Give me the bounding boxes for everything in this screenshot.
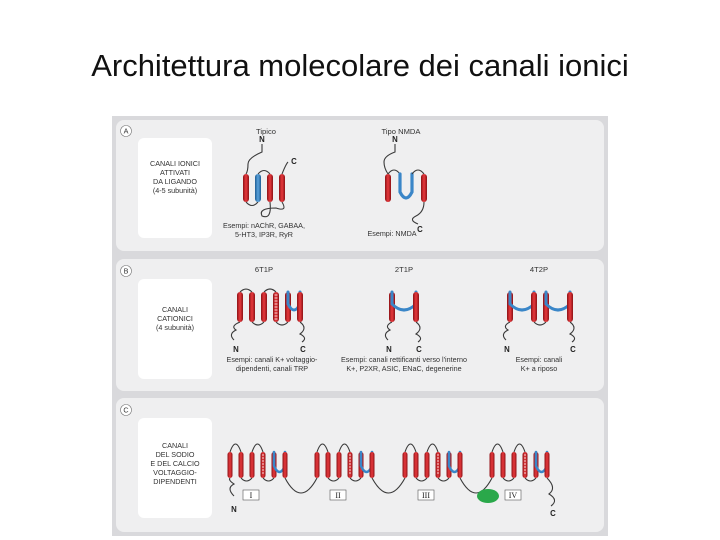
transmembrane-helix <box>267 174 273 202</box>
transmembrane-helix <box>414 452 419 478</box>
transmembrane-helix <box>243 174 249 202</box>
transmembrane-helix <box>490 452 495 478</box>
transmembrane-helix <box>249 292 255 322</box>
transmembrane-helix <box>421 174 427 202</box>
transmembrane-helix <box>512 452 517 478</box>
domain-label: I <box>250 491 253 500</box>
panel-b-2t1p-examples: Esempi: canali rettificanti verso l'inte… <box>341 355 467 373</box>
panel-a-letter: A <box>124 127 129 136</box>
panel-c-letter: C <box>123 406 128 415</box>
domain-label: II <box>335 491 341 500</box>
c-terminus-label: C <box>416 345 422 354</box>
n-terminus-label: N <box>231 505 237 514</box>
c-terminus-label: C <box>570 345 576 354</box>
domain-label: III <box>422 491 430 500</box>
transmembrane-helix <box>261 292 267 322</box>
n-terminus-label: N <box>259 135 265 144</box>
transmembrane-helix <box>237 292 243 322</box>
slide-title: Architettura molecolare dei canali ionic… <box>0 48 720 84</box>
transmembrane-helix <box>413 292 419 322</box>
transmembrane-helix <box>337 452 342 478</box>
transmembrane-helix <box>403 452 408 478</box>
domain-label: IV <box>509 491 518 500</box>
panel-a-typical-examples: Esempi: nAChR, GABAA,5-HT3, IP3R, RyR <box>223 221 305 239</box>
n-terminus-label: N <box>386 345 392 354</box>
panel-b-type-4t2p-title: 4T2P <box>530 265 548 274</box>
panel-a-nmda-examples: Esempi: NMDA <box>367 229 416 238</box>
transmembrane-helix <box>370 452 375 478</box>
transmembrane-helix <box>545 452 550 478</box>
transmembrane-helix <box>348 452 353 478</box>
transmembrane-helix <box>425 452 430 478</box>
c-terminus-label: C <box>300 345 306 354</box>
panel-b-letter: B <box>124 267 129 276</box>
c-terminus-label: C <box>417 225 423 234</box>
transmembrane-helix <box>523 452 528 478</box>
transmembrane-helix <box>315 452 320 478</box>
n-terminus-label: N <box>504 345 510 354</box>
transmembrane-helix <box>283 452 288 478</box>
transmembrane-helix <box>458 452 463 478</box>
panel-b-type-2t1p-title: 2T1P <box>395 265 413 274</box>
n-terminus-label: N <box>233 345 239 354</box>
intracellular-domain <box>477 489 499 503</box>
panel-a-type-nmda-title: Tipo NMDA <box>382 127 422 136</box>
transmembrane-helix <box>385 174 391 202</box>
panel-b-type-6t1p-title: 6T1P <box>255 265 273 274</box>
c-terminus-label: C <box>291 157 297 166</box>
pore-lining-helix <box>255 174 261 202</box>
transmembrane-helix <box>228 452 233 478</box>
transmembrane-helix <box>531 292 537 322</box>
transmembrane-helix <box>326 452 331 478</box>
transmembrane-helix <box>297 292 303 322</box>
transmembrane-helix <box>250 452 255 478</box>
panel-b-6t1p-examples: Esempi: canali K+ voltaggio-dipendenti, … <box>227 355 318 373</box>
transmembrane-helix <box>261 452 266 478</box>
transmembrane-helix <box>279 174 285 202</box>
transmembrane-helix <box>501 452 506 478</box>
transmembrane-helix <box>567 292 573 322</box>
c-terminus-label: C <box>550 509 556 518</box>
n-terminus-label: N <box>392 135 398 144</box>
transmembrane-helix <box>436 452 441 478</box>
transmembrane-helix <box>239 452 244 478</box>
